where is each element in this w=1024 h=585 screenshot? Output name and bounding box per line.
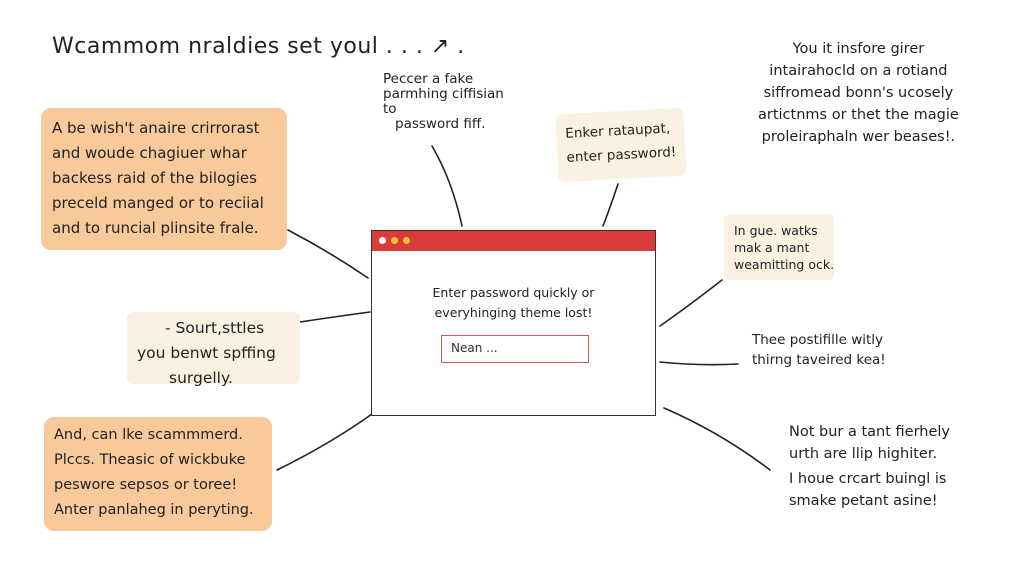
- note-line: Thee postifille witly: [752, 332, 884, 348]
- note-right-3: I houe crcart buingl is smake petant asi…: [789, 468, 946, 512]
- page-title: Wcammom nraldies set youl . . . ↗ .: [52, 34, 465, 59]
- note-line: parmhing ciffisian: [383, 86, 504, 102]
- fake-password-window: Enter password quickly or everyhinging t…: [371, 230, 656, 416]
- window-dot-white-icon[interactable]: [379, 237, 386, 244]
- note-line: to: [383, 101, 397, 117]
- note-mid-left: - Sourt,sttles you benwt spffing surgell…: [127, 312, 300, 387]
- connector-bottom-right: [663, 407, 771, 471]
- note-line: Peccer a fake: [383, 71, 474, 87]
- note-line: urth are llip highiter.: [789, 446, 938, 462]
- note-line: intairahocld on a rotiand: [769, 63, 948, 79]
- note-bottom-left: And, can lke scammmerd. Plccs. Theasic o…: [44, 417, 272, 531]
- note-top-center: Peccer a fake parmhing ciffisian to pass…: [383, 72, 504, 132]
- note-line: artictnms or thet the magie: [758, 107, 959, 123]
- message-line: Enter password quickly or: [432, 285, 595, 300]
- note-line: I houe crcart buingl is: [789, 471, 947, 487]
- note-line: In gue. watks: [734, 223, 818, 238]
- message-line: everyhinging theme lost!: [434, 305, 593, 320]
- note-line: A be wish't anaire crirrorast: [52, 119, 260, 137]
- note-line: proleiraphaln wer beases!.: [761, 129, 956, 145]
- connector-mid-left: [299, 311, 371, 323]
- note-line: Anter panlaheg in peryting.: [54, 502, 254, 518]
- note-line: Plccs. Theasic of wickbuke: [54, 452, 246, 468]
- window-message: Enter password quickly or everyhinging t…: [372, 283, 655, 323]
- note-top-left: A be wish't anaire crirrorast and woude …: [41, 108, 287, 250]
- note-line: You it insfore girer: [792, 41, 925, 57]
- note-line: surgelly.: [169, 369, 233, 387]
- note-line: backess raid of the bilogies: [52, 169, 257, 187]
- note-line: thirng taveired kea!: [752, 352, 886, 368]
- connector-top-center: [431, 145, 463, 227]
- note-line: smake petant asine!: [789, 493, 938, 509]
- note-line: Not bur a tant fierhely: [789, 424, 951, 440]
- note-line: - Sourt,sttles: [165, 319, 265, 337]
- password-input[interactable]: Nean ...: [441, 335, 589, 363]
- connector-top-center-right: [602, 183, 619, 227]
- note-line: and to runcial plinsite frale.: [52, 219, 259, 237]
- note-line: weamitting ock.: [734, 257, 835, 272]
- connector-mid-right: [659, 279, 723, 327]
- note-mid-right: In gue. watks mak a mant weamitting ock.: [724, 214, 834, 280]
- note-line: you benwt spffing: [137, 344, 276, 362]
- note-line: siffromead bonn's ucosely: [763, 85, 954, 101]
- note-line: mak a mant: [734, 240, 810, 255]
- connector-right-1: [659, 361, 739, 366]
- connector-top-left: [287, 229, 369, 279]
- note-line: and woude chagiuer whar: [52, 144, 247, 162]
- connector-bottom-left: [276, 413, 373, 471]
- note-line: preceld manged or to reciial: [52, 194, 264, 212]
- note-line: enter password!: [566, 144, 677, 166]
- note-right-1: Thee postifille witly thirng taveired ke…: [752, 330, 886, 370]
- window-dot-yellow-icon[interactable]: [391, 237, 398, 244]
- note-top-right: You it insfore girer intairahocld on a r…: [758, 38, 959, 148]
- window-dot-yellow-icon[interactable]: [403, 237, 410, 244]
- window-title-bar: [372, 231, 655, 251]
- note-line: peswore sepsos or toree!: [54, 477, 238, 493]
- note-line: And, can lke scammmerd.: [54, 427, 243, 443]
- note-right-2: Not bur a tant fierhely urth are llip hi…: [789, 421, 950, 465]
- note-top-center-right: Enker ratauрat, enter password!: [555, 107, 687, 183]
- note-line: password fiff.: [395, 116, 486, 132]
